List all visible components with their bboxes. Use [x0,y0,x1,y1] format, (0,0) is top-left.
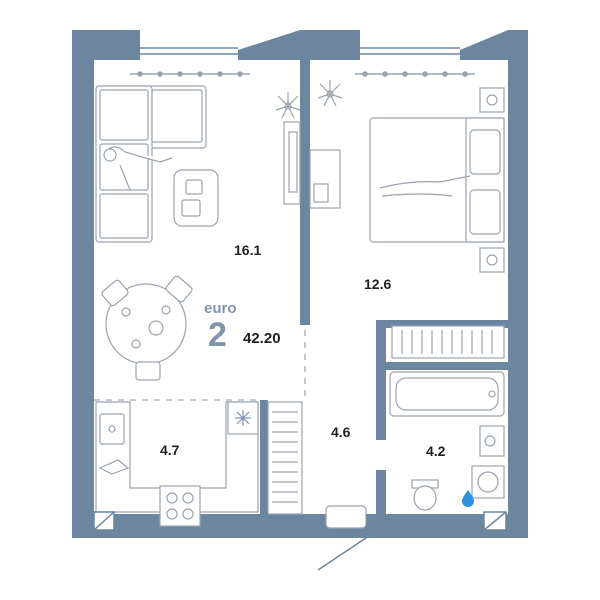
living-room-area: 16.1 [234,242,262,258]
water-drop-icon [462,490,474,507]
kitchen-area: 4.7 [160,442,180,458]
hall-area: 4.6 [331,424,351,440]
zone-dividers [94,330,306,401]
entrance-door [317,529,379,571]
layout-type-label: euro [204,300,237,317]
sofa [95,85,207,243]
plant-icon [275,80,343,119]
toilet-icon [411,479,439,511]
washer-icon [471,465,505,499]
total-area: 42.20 [243,330,281,347]
desk [309,149,341,209]
rooms-count: 2 [208,316,227,354]
tv-stand [283,121,301,205]
radiator-icon [267,401,303,515]
windows [140,47,460,55]
bench [325,505,367,529]
dining-table [101,275,193,381]
bedroom-area: 12.6 [364,276,392,292]
bathroom-area: 4.2 [426,443,446,459]
bed [369,117,505,243]
bathroom-sink [479,425,505,457]
bathtub-icon [389,371,505,417]
bathroom-radiator [391,325,505,359]
snowflake-icon [235,410,251,426]
nightstands [479,87,505,273]
stove-icon [159,485,201,527]
curtain-rails [130,71,475,77]
coffee-table [173,169,219,227]
vent-shafts [93,511,507,531]
walls [72,30,528,538]
